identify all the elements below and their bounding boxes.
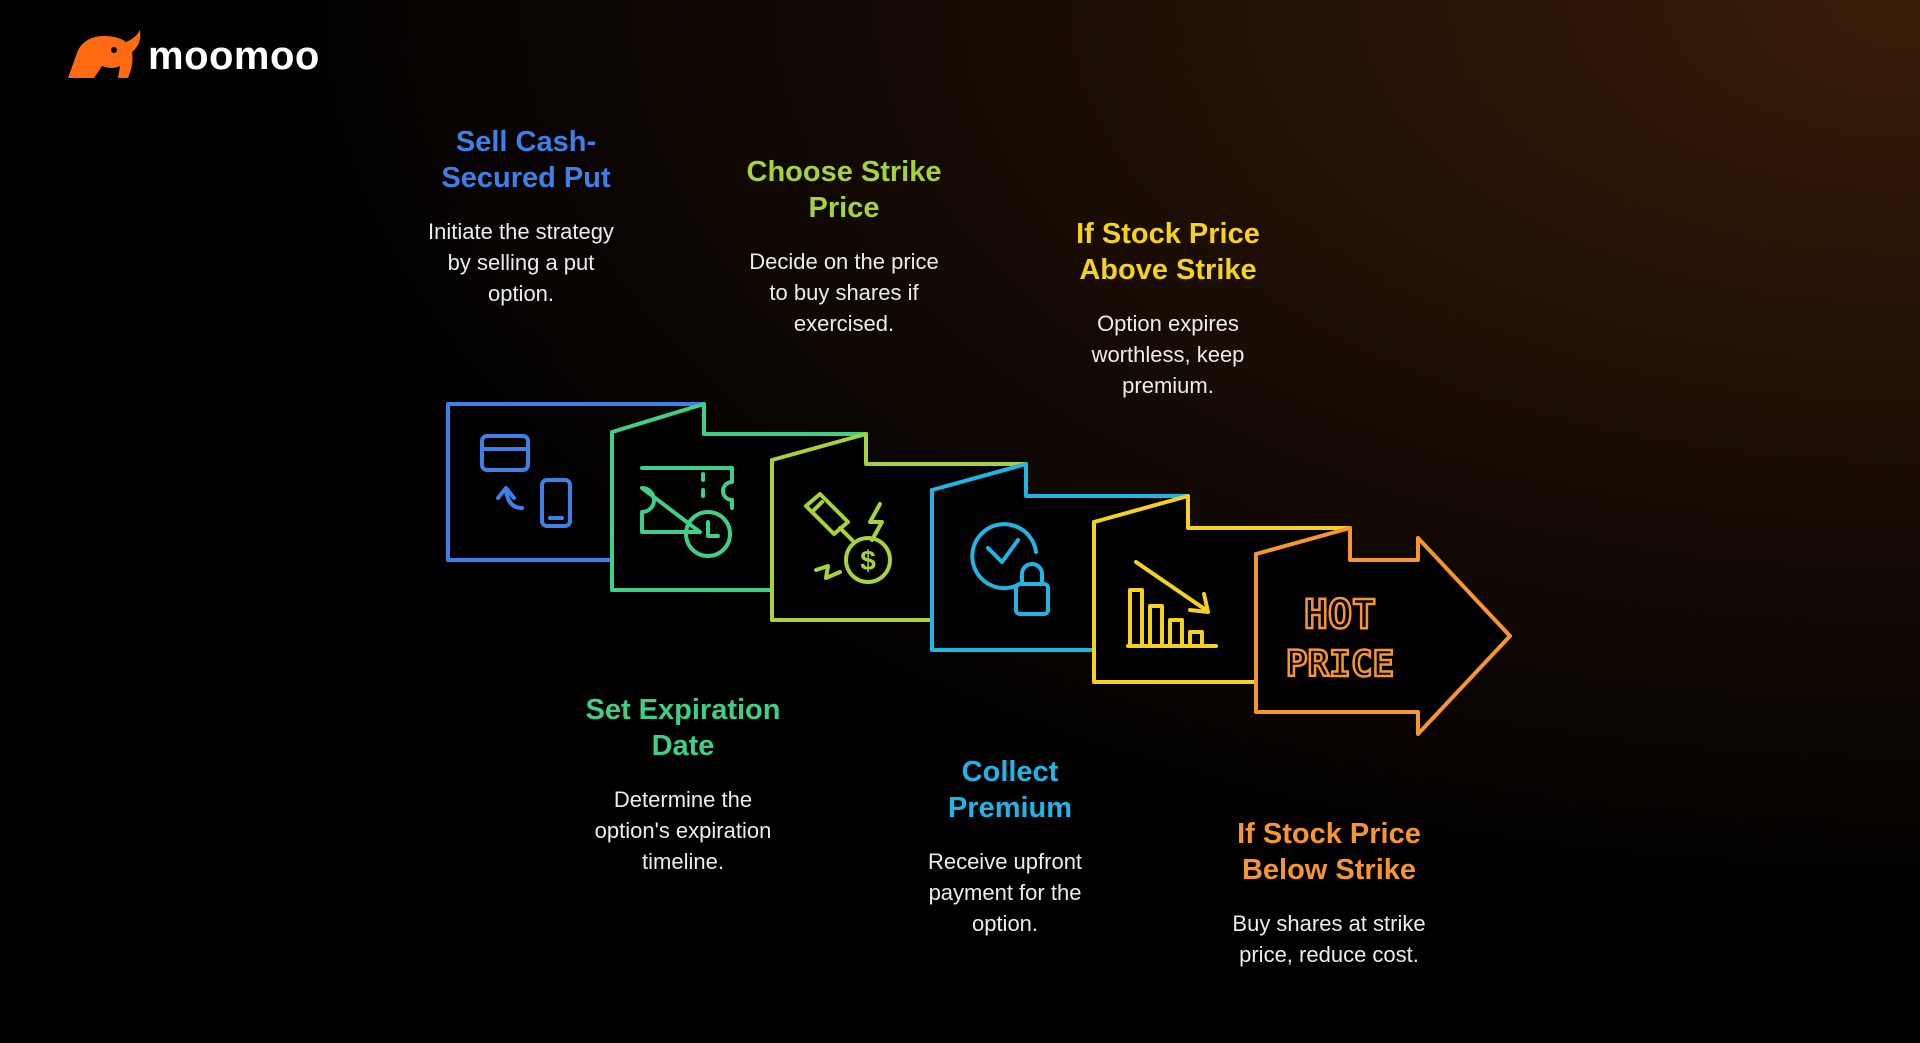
step-3-title: Choose Strike Price: [746, 156, 942, 224]
brand-name: moomoo: [148, 33, 320, 78]
moomoo-logo: moomoo: [64, 26, 320, 86]
step-2-description: Determine the option's expiration timeli…: [594, 787, 772, 874]
hot-label: HOT: [1304, 592, 1376, 638]
step-1-title: Sell Cash- Secured Put: [441, 126, 611, 194]
step-4-description: Receive upfront payment for the option.: [927, 849, 1083, 936]
clock-lock-icon: [970, 522, 1050, 616]
step-5-title: If Stock Price Above Strike: [1076, 218, 1260, 286]
step-5-description: Option expires worthless, keep premium.: [1091, 311, 1245, 398]
price-label: PRICE: [1286, 644, 1394, 685]
bull-logo-icon: [68, 30, 141, 78]
step-5-panel: [1092, 494, 1352, 684]
ticket-clock-icon: [640, 466, 734, 558]
svg-text:$: $: [860, 545, 876, 576]
step-6-title: If Stock Price Below Strike: [1237, 818, 1421, 886]
step-1-description: Initiate the strategy by selling a put o…: [428, 219, 614, 306]
declining-chart-icon: [1126, 560, 1218, 648]
card-phone-exchange-icon: [480, 434, 572, 528]
strike-money-icon: $: [804, 492, 892, 584]
step-6-panel: HOT PRICE: [1254, 526, 1512, 736]
step-2-title: Set Expiration Date: [585, 694, 781, 762]
step-4-title: Collect Premium: [947, 756, 1073, 824]
hot-price-icon: HOT PRICE: [1285, 591, 1396, 687]
step-6-description: Buy shares at strike price, reduce cost.: [1232, 911, 1426, 967]
step-3-description: Decide on the price to buy shares if exe…: [749, 249, 939, 336]
